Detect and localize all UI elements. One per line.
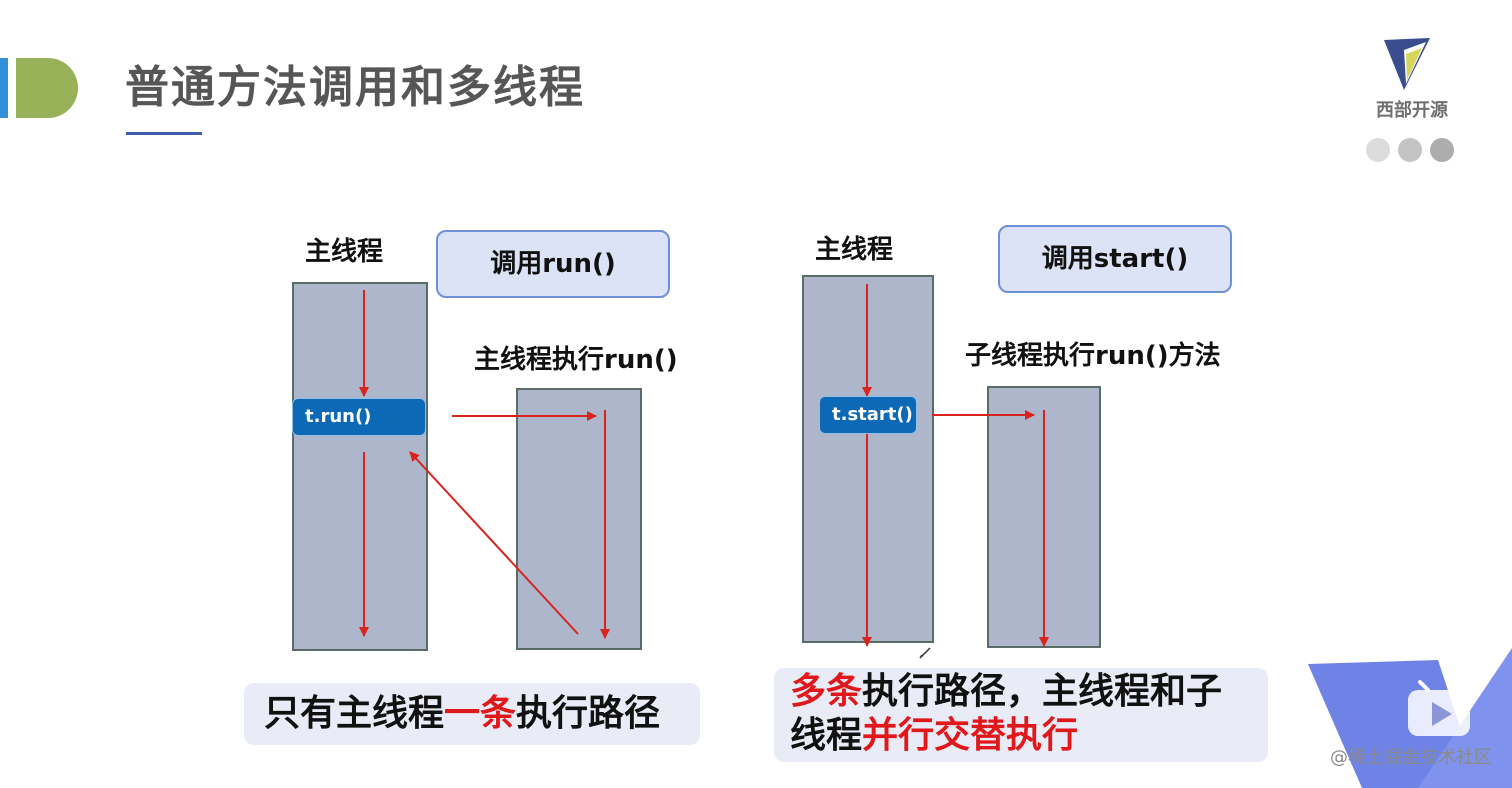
left-exec-label: 主线程执行run() bbox=[474, 345, 678, 375]
right-main-thread-column bbox=[802, 275, 934, 643]
accent-bar-blue bbox=[0, 58, 8, 118]
right-summary: 多条执行路径，主线程和子 线程并行交替执行 bbox=[774, 668, 1268, 762]
left-summary-text-b: 执行路径 bbox=[516, 693, 661, 734]
slide-dot-3 bbox=[1430, 138, 1454, 162]
right-main-thread-label: 主线程 bbox=[815, 235, 894, 265]
left-t-run-button: t.run() bbox=[292, 398, 426, 436]
left-summary-highlight: 一条 bbox=[444, 693, 517, 734]
right-call-start-box: 调用start() bbox=[998, 225, 1232, 293]
left-summary-text-a: 只有主线程 bbox=[264, 693, 445, 734]
title-underline bbox=[126, 132, 202, 135]
slide-dot-1 bbox=[1366, 138, 1390, 162]
accent-bar-green bbox=[16, 58, 78, 118]
tv-play-icon bbox=[1408, 680, 1470, 736]
right-exec-label: 子线程执行run()方法 bbox=[965, 341, 1221, 371]
slide-dot-2 bbox=[1398, 138, 1422, 162]
right-summary-highlight-2: 并行交替执行 bbox=[862, 715, 1079, 756]
brand-logo-icon bbox=[1384, 38, 1430, 90]
left-call-run-box: 调用run() bbox=[436, 230, 670, 298]
left-run-column bbox=[516, 388, 642, 650]
left-main-thread-label: 主线程 bbox=[305, 237, 384, 267]
right-child-thread-column bbox=[987, 386, 1101, 648]
brand-name: 西部开源 bbox=[1376, 100, 1448, 121]
watermark: @稀土掘金技术社区 bbox=[1330, 747, 1492, 768]
page-title: 普通方法调用和多线程 bbox=[125, 62, 585, 113]
right-summary-text-a: 执行路径，主线程和子 bbox=[862, 671, 1223, 712]
left-main-thread-column bbox=[292, 282, 428, 651]
right-t-start-button: t.start() bbox=[819, 396, 917, 434]
right-summary-highlight-1: 多条 bbox=[790, 671, 863, 712]
right-summary-text-b: 线程 bbox=[790, 715, 863, 756]
pen-cursor-icon bbox=[919, 647, 931, 659]
left-summary: 只有主线程一条执行路径 bbox=[244, 683, 700, 745]
